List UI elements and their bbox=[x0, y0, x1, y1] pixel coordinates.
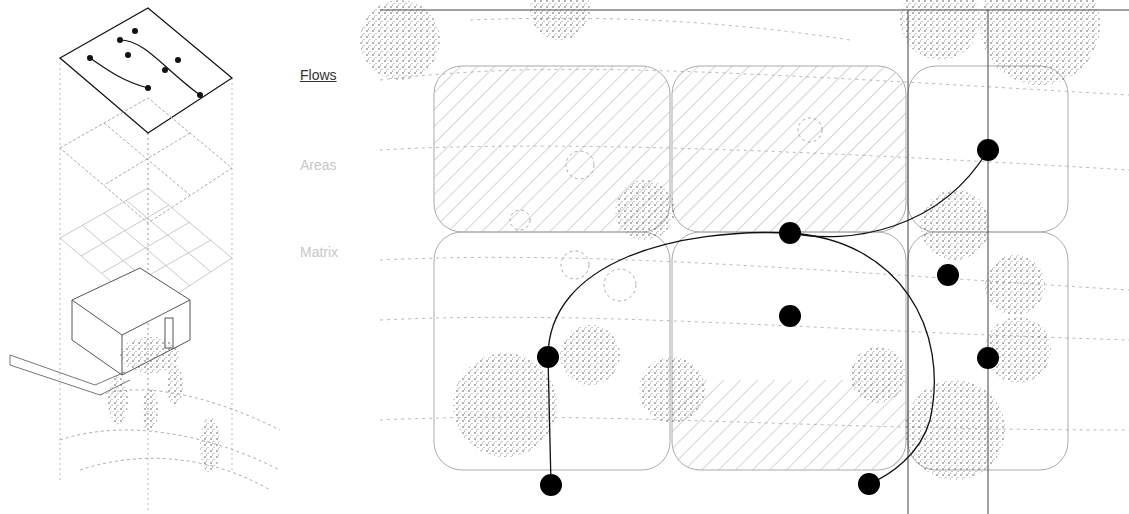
site-plan bbox=[360, 0, 1129, 514]
layer-label: Areas bbox=[300, 157, 337, 173]
axonometric-layers bbox=[10, 8, 280, 510]
layer-label: Matrix bbox=[300, 244, 338, 260]
layer-label: Flows bbox=[300, 67, 337, 83]
